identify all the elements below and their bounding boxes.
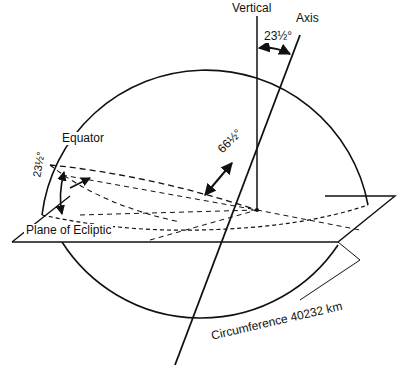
radius-line <box>257 210 360 230</box>
radius-line <box>80 210 257 215</box>
ecliptic-plane <box>12 196 395 242</box>
ecliptic-plane-under <box>300 242 360 300</box>
tilt-arc <box>60 172 64 214</box>
upper-hemisphere <box>42 70 368 215</box>
lower-hemisphere <box>62 242 338 318</box>
equator-label: Equator <box>60 132 106 145</box>
plane-label: Plane of Ecliptic <box>24 224 113 237</box>
radius-line <box>150 210 257 240</box>
radius-line <box>62 175 257 210</box>
tilt-arc <box>259 48 290 54</box>
pointer-arrow <box>70 178 90 188</box>
earth-centre <box>255 208 259 212</box>
angle-label: 23½° <box>262 30 294 43</box>
axis-label: Axis <box>296 12 319 25</box>
angle-arrow <box>205 163 232 195</box>
equator-line <box>50 165 257 210</box>
angle-label: 66½° <box>214 125 246 157</box>
angle-label: 23½° <box>30 149 47 180</box>
vertical-line <box>256 16 258 210</box>
vertical-label: Vertical <box>232 2 271 15</box>
circumference-label: Circumference 40232 km <box>210 300 344 343</box>
equator-circle <box>50 165 180 222</box>
